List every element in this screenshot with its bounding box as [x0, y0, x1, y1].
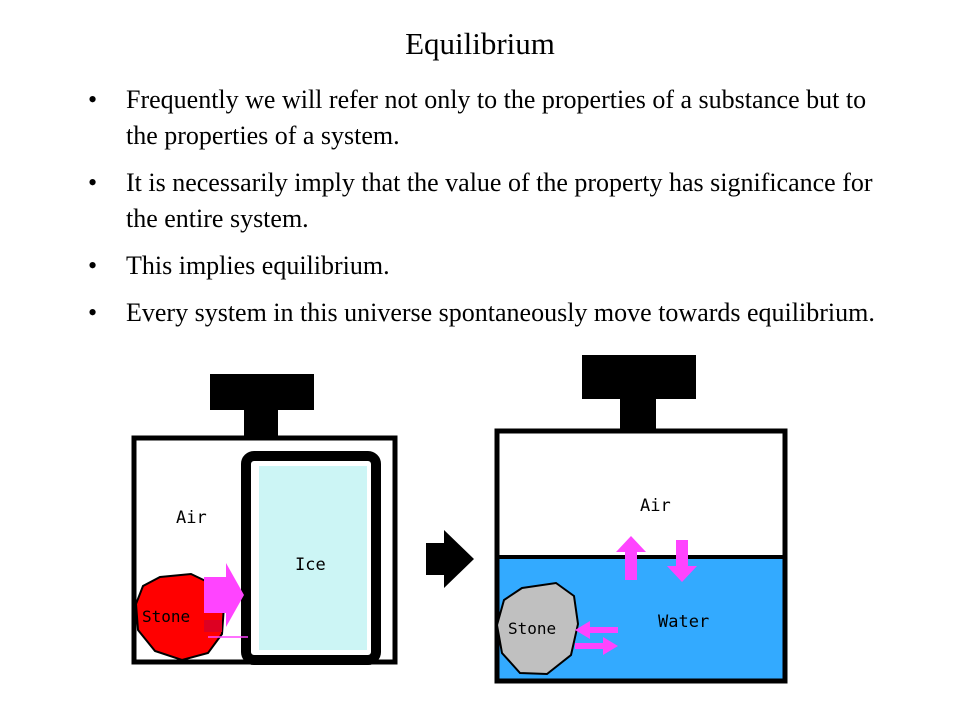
hot-stone-chip — [204, 620, 222, 632]
right-container: Air Water Stone — [494, 355, 788, 684]
right-piston-rod — [620, 396, 656, 431]
bullet-dot: • — [88, 85, 98, 114]
left-air-label: Air — [176, 508, 207, 528]
evaporation-arrow — [616, 536, 646, 580]
condensation-arrow — [667, 540, 697, 582]
bullet-item: • Frequently we will refer not only to th… — [86, 82, 886, 154]
water-label: Water — [658, 612, 709, 632]
bullet-item: • Every system in this universe spontaneo… — [86, 295, 886, 331]
process-arrow-icon — [426, 530, 474, 588]
heat-exchange-arrow-right — [575, 637, 618, 655]
left-piston-rod — [244, 408, 278, 438]
left-stone-label: Stone — [142, 607, 190, 626]
bullet-text: Every system in this universe spontaneou… — [126, 298, 875, 327]
cool-stone — [495, 581, 580, 676]
bullet-text: It is necessarily imply that the value o… — [126, 168, 873, 233]
ice-label: Ice — [295, 555, 326, 575]
right-air-label: Air — [640, 496, 671, 516]
bullet-text: Frequently we will refer not only to the… — [126, 85, 867, 150]
bullet-dot: • — [88, 298, 98, 327]
bullet-dot: • — [88, 251, 98, 280]
heat-flow-arrow — [204, 563, 244, 627]
left-piston-cap — [210, 374, 314, 410]
bullet-item: • It is necessarily imply that the value … — [86, 165, 886, 237]
bullet-item: • This implies equilibrium. — [86, 248, 886, 284]
bullet-dot: • — [88, 168, 98, 197]
right-stone-label: Stone — [508, 619, 556, 638]
slide-title: Equilibrium — [405, 26, 555, 61]
left-container: Air Ice Stone — [131, 374, 398, 665]
bullet-list: • Frequently we will refer not only to th… — [86, 82, 886, 342]
ice-block — [259, 466, 367, 650]
heat-exchange-arrow-left — [575, 621, 618, 639]
bullet-text: This implies equilibrium. — [126, 251, 390, 280]
right-piston-cap — [582, 355, 696, 399]
ice-block-frame — [241, 451, 381, 665]
